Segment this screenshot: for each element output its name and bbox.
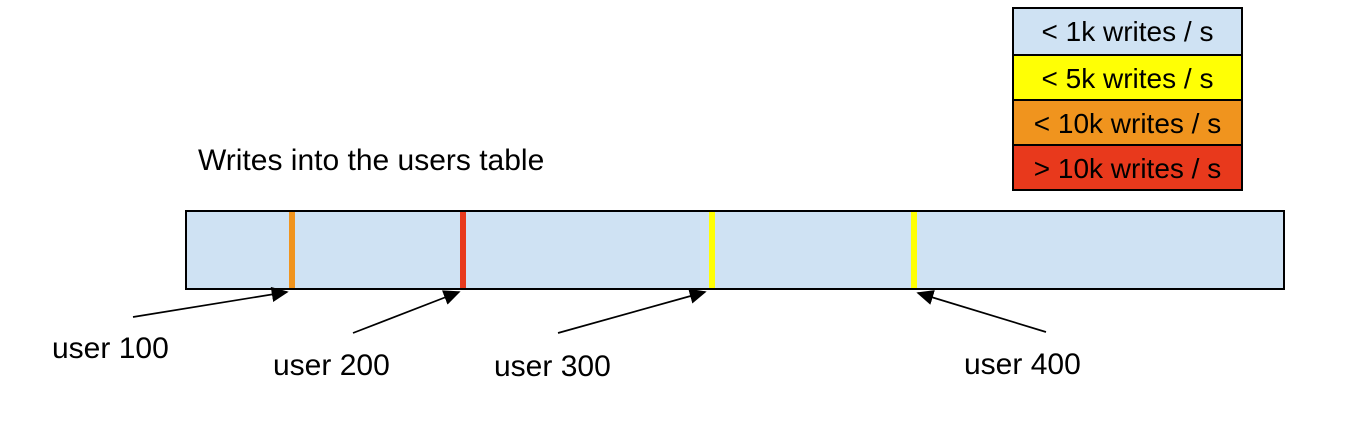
legend: < 1k writes / s < 5k writes / s < 10k wr…	[1012, 7, 1243, 191]
legend-item-lt-1k-swatch: < 1k writes / s	[1014, 9, 1241, 54]
arrow-user-100	[132, 286, 289, 318]
bar-marker-user-400	[910, 212, 917, 288]
arrow-user-400	[916, 290, 1047, 333]
label-user-100: user 100	[52, 332, 169, 365]
bar-marker-user-300	[708, 212, 715, 288]
legend-item-lt-1k-label: < 1k writes / s	[1041, 16, 1214, 47]
label-user-300: user 300	[494, 350, 611, 383]
users-table-bar	[185, 210, 1285, 290]
label-user-400: user 400	[964, 348, 1081, 381]
bar-marker-user-200	[460, 212, 467, 288]
legend-item-lt-5k-label: < 5k writes / s	[1041, 63, 1214, 94]
legend-item-lt-10k-label: < 10k writes / s	[1033, 108, 1222, 139]
label-user-200: user 200	[273, 349, 390, 382]
arrow-user-200	[352, 290, 461, 334]
arrow-user-300	[557, 288, 707, 334]
legend-item-gt-10k-swatch: > 10k writes / s	[1014, 144, 1241, 189]
legend-item-lt-10k-swatch: < 10k writes / s	[1014, 99, 1241, 144]
diagram-title: Writes into the users table	[198, 144, 545, 177]
legend-item-gt-10k-label: > 10k writes / s	[1033, 153, 1222, 184]
legend-item-lt-5k-swatch: < 5k writes / s	[1014, 54, 1241, 99]
bar-marker-user-100	[289, 212, 296, 288]
